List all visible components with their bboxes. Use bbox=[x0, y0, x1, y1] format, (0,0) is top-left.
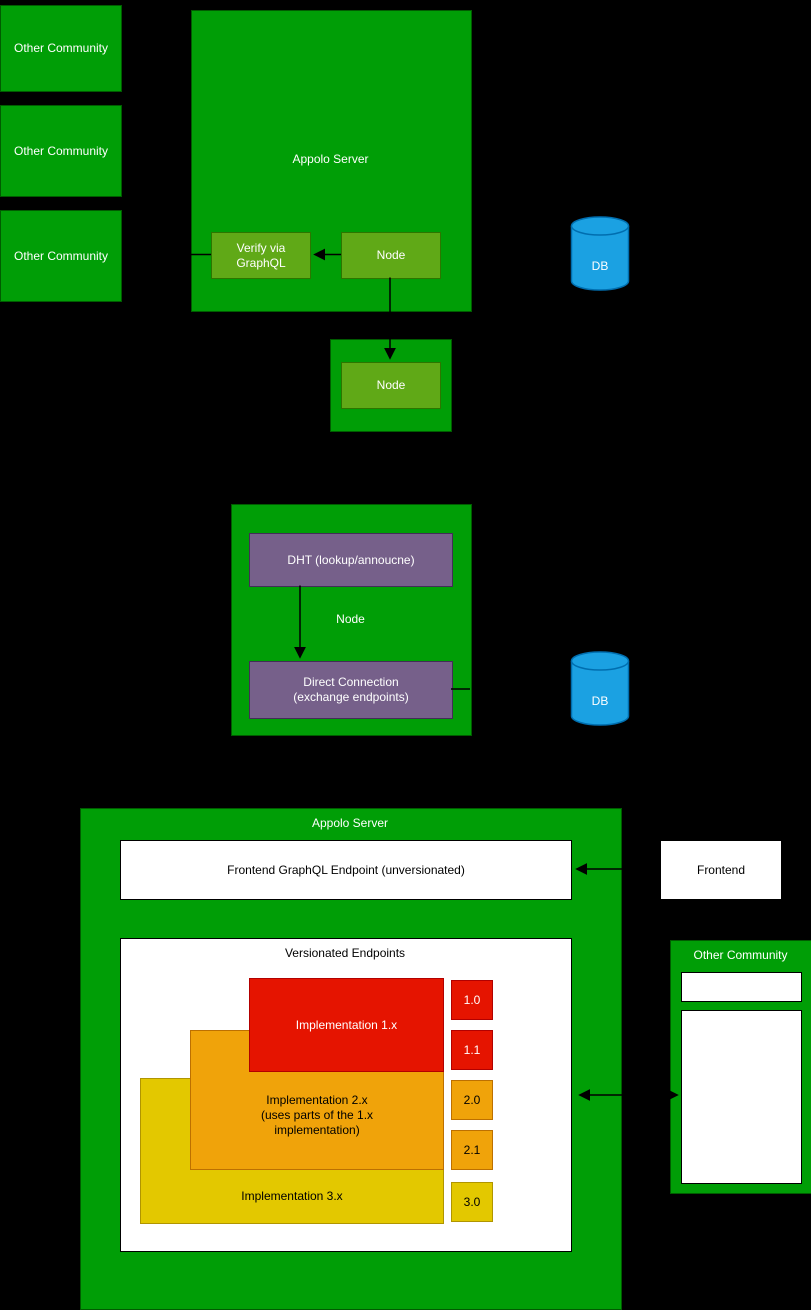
database-cylinder-top: DB bbox=[570, 215, 630, 292]
other-community-inner-box-large bbox=[681, 1010, 802, 1184]
direct-connection-box: Direct Connection (exchange endpoints) bbox=[249, 661, 453, 719]
versionated-endpoints-title: Versionated Endpoints bbox=[284, 946, 406, 960]
node-box-top: Node bbox=[341, 232, 441, 279]
version-badge-2-0: 2.0 bbox=[451, 1080, 493, 1120]
appolo-server-title-bottom: Appolo Server bbox=[311, 816, 389, 830]
version-badge-1-0: 1.0 bbox=[451, 980, 493, 1020]
other-community-box: Other Community bbox=[0, 5, 122, 92]
implementation-3x-label: Implementation 3.x bbox=[241, 1189, 343, 1203]
db-label: DB bbox=[591, 694, 609, 708]
frontend-graphql-endpoint-box: Frontend GraphQL Endpoint (unversionated… bbox=[120, 840, 572, 900]
appolo-server-title-top: Appolo Server bbox=[292, 152, 369, 166]
dht-lookup-box: DHT (lookup/annoucne) bbox=[249, 533, 453, 587]
implementation-1x-box: Implementation 1.x bbox=[249, 978, 444, 1072]
version-badge-2-1: 2.1 bbox=[451, 1130, 493, 1170]
node-box-lower: Node bbox=[341, 362, 441, 409]
other-community-box: Other Community bbox=[0, 105, 122, 197]
node-label-middle: Node bbox=[336, 612, 365, 626]
implementation-2x-label: Implementation 2.x (uses parts of the 1.… bbox=[260, 1093, 374, 1137]
version-badge-1-1: 1.1 bbox=[451, 1030, 493, 1070]
db-label: DB bbox=[591, 259, 609, 273]
version-badge-3-0: 3.0 bbox=[451, 1182, 493, 1222]
other-community-title-bottom: Other Community bbox=[693, 948, 788, 962]
frontend-box: Frontend bbox=[660, 840, 782, 900]
database-cylinder-middle: DB bbox=[570, 650, 630, 727]
verify-via-graphql-box: Verify via GraphQL bbox=[211, 232, 311, 279]
other-community-box: Other Community bbox=[0, 210, 122, 302]
db-cylinder-graphic bbox=[570, 216, 630, 291]
other-community-inner-box-small bbox=[681, 972, 802, 1002]
db-cylinder-graphic bbox=[570, 651, 630, 726]
